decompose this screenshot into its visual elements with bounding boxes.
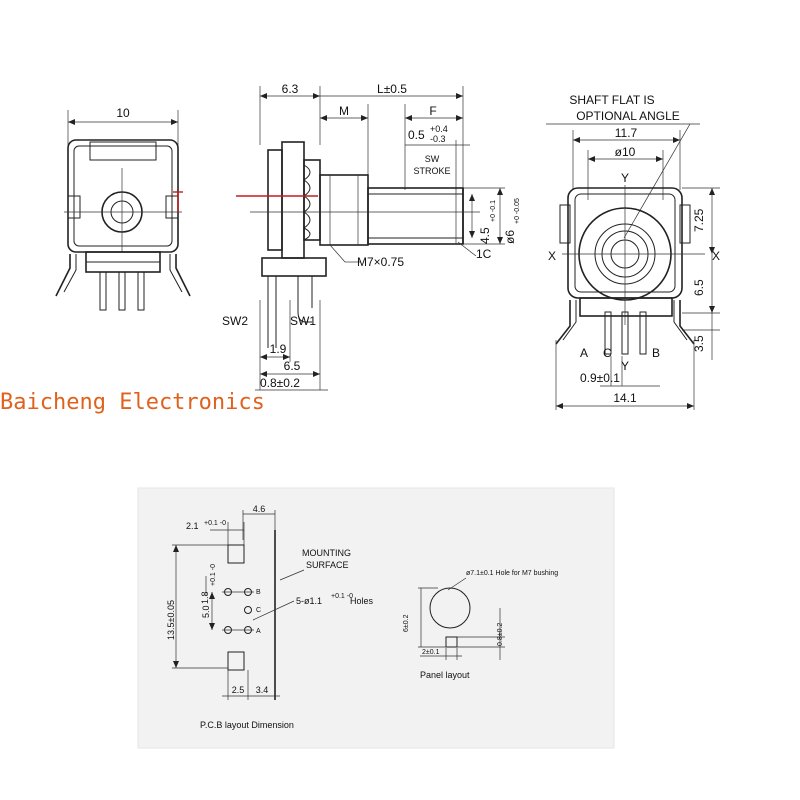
dim-1-8: 1.8 xyxy=(200,591,210,604)
pcb-pin-c: C xyxy=(256,607,261,614)
pcb-pin-b: B xyxy=(256,589,261,596)
dim-L: L±0.5 xyxy=(377,82,407,96)
dim-2-1: 2.1 xyxy=(186,521,199,531)
side-view: 6.3 L±0.5 M F 0.5 +0.4 -0.3 SW STROKE xyxy=(222,82,521,391)
pcb-caption: P.C.B layout Dimension xyxy=(200,720,294,730)
front-width-dim: 10 xyxy=(116,106,130,120)
axis-y-bottom: Y xyxy=(621,359,629,373)
dim-1-8-tol: +0.1 -0 xyxy=(210,564,217,586)
dim-3-5: 3.5 xyxy=(692,335,706,352)
panel-dim-2: 2±0.1 xyxy=(422,649,440,656)
sw1-label: SW1 xyxy=(290,314,316,328)
sw2-label: SW2 xyxy=(222,314,248,328)
brand-watermark: Baicheng Electronics xyxy=(0,390,265,415)
dim-4-6: 4.6 xyxy=(253,504,266,514)
stroke-tol-upper: +0.4 xyxy=(430,124,448,134)
axis-y-top: Y xyxy=(621,171,629,185)
panel-hole-note: ø7.1±0.1 Hole for M7 bushing xyxy=(466,570,558,577)
panel-layout: ø7.1±0.1 Hole for M7 bushing 6±0.2 0.8±0… xyxy=(403,570,558,680)
dim-0-8: 0.8±0.2 xyxy=(260,376,300,390)
axis-x-left: X xyxy=(548,249,556,263)
chamfer-1c: 1C xyxy=(476,247,492,261)
pin-a: A xyxy=(580,346,588,360)
holes-suffix: Holes xyxy=(350,596,374,606)
dim-6-3: 6.3 xyxy=(282,82,299,96)
dim-phi10: ø10 xyxy=(615,145,636,159)
pcb-pin-a: A xyxy=(256,628,261,635)
pcb-layout: 4.6 2.1 +0.1 -0 B C A MOUNTING SURFACE xyxy=(166,504,374,730)
dim-7-25: 7.25 xyxy=(692,208,706,232)
dim-13-5: 13.5±0.05 xyxy=(166,600,176,640)
panel-dim-0-8: 0.8±0.2 xyxy=(497,623,504,646)
dim-1-9: 1.9 xyxy=(270,342,287,356)
front-view: 10 xyxy=(55,106,191,311)
stroke-tol-lower: -0.3 xyxy=(430,134,446,144)
stroke-label: STROKE xyxy=(413,166,450,176)
dim-6-5-end: 6.5 xyxy=(692,279,706,296)
mounting-line2: SURFACE xyxy=(306,560,349,570)
dim-14-1: 14.1 xyxy=(613,391,637,405)
panel-dim-6: 6±0.2 xyxy=(403,614,410,632)
sw-label: SW xyxy=(425,154,440,164)
panel-caption: Panel layout xyxy=(420,670,470,680)
dim-2-1-tol: +0.1 -0 xyxy=(204,520,226,527)
shaft-note-line1: SHAFT FLAT IS xyxy=(569,93,654,107)
axis-x-right: X xyxy=(712,249,720,263)
dim-4-5-tol: +0 -0.1 xyxy=(490,200,497,222)
end-view: SHAFT FLAT IS OPTIONAL ANGLE 11.7 ø10 Y … xyxy=(546,93,720,410)
dim-phi6-tol: +0 -0.05 xyxy=(514,198,521,224)
pin-c: C xyxy=(603,346,612,360)
holes-tol: +0.1 -0 xyxy=(331,593,353,600)
mounting-line1: MOUNTING xyxy=(302,548,351,558)
label-M: M xyxy=(339,104,349,118)
dim-6-5: 6.5 xyxy=(284,359,301,373)
dim-3-4: 3.4 xyxy=(256,685,269,695)
dim-phi6: ø6 xyxy=(503,230,517,244)
label-F: F xyxy=(429,104,436,118)
pin-b: B xyxy=(652,346,660,360)
dim-0-9: 0.9±0.1 xyxy=(580,371,620,385)
holes-note: 5-ø1.1 xyxy=(296,596,322,606)
thread-m7: M7×0.75 xyxy=(357,255,404,269)
dim-2-5: 2.5 xyxy=(232,685,245,695)
shaft-note-line2: OPTIONAL ANGLE xyxy=(576,109,680,123)
layout-panel: 4.6 2.1 +0.1 -0 B C A MOUNTING SURFACE xyxy=(137,487,615,749)
stroke-value: 0.5 xyxy=(408,128,425,142)
dim-5-0: 5.0 xyxy=(201,605,211,618)
dim-4-5: 4.5 xyxy=(478,227,492,244)
dim-11-7: 11.7 xyxy=(615,126,638,140)
